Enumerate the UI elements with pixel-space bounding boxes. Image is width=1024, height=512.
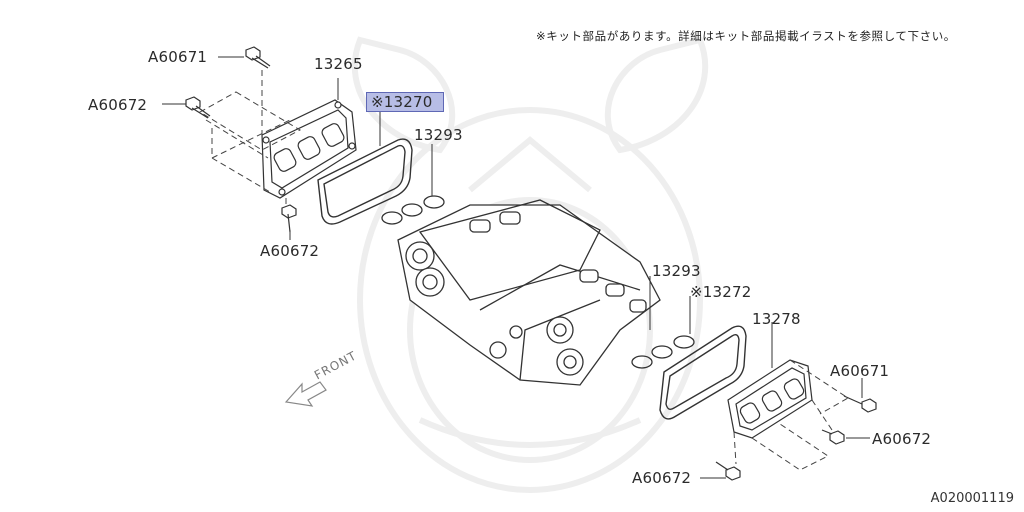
part-label-a60671-top[interactable]: A60671 <box>148 48 208 66</box>
part-label-a60672-right[interactable]: A60672 <box>872 430 932 448</box>
front-arrow-icon <box>284 381 327 407</box>
dashed-guides-right <box>733 359 849 471</box>
part-label-a60672-bottom-right[interactable]: A60672 <box>632 469 692 487</box>
part-label-13293-left[interactable]: 13293 <box>414 126 463 144</box>
diagram-code: A020001119 <box>930 491 1014 506</box>
gasket-right-shape <box>659 325 747 420</box>
part-label-13265[interactable]: 13265 <box>314 55 363 73</box>
part-label-13278[interactable]: 13278 <box>752 310 801 328</box>
rocker-cover-left <box>261 99 357 199</box>
bolt-icons-right <box>715 395 877 481</box>
part-label-13270-highlighted[interactable]: ※13270 <box>366 92 444 112</box>
part-label-a60672-left[interactable]: A60672 <box>88 96 148 114</box>
kit-parts-note: ※キット部品があります。詳細はキット部品掲載イラストを参照して下さい。 <box>536 29 956 43</box>
engine-block <box>397 199 661 386</box>
plug-seals-right <box>631 335 695 369</box>
part-label-a60672-bottom-left[interactable]: A60672 <box>260 242 320 260</box>
part-label-13293-right[interactable]: 13293 <box>652 262 701 280</box>
part-label-13272[interactable]: ※13272 <box>690 283 752 301</box>
leader-lines <box>162 56 870 479</box>
dashed-guides-left <box>199 70 302 210</box>
gasket-left-shape <box>317 138 413 225</box>
bolt-icons-left <box>185 46 297 233</box>
rocker-cover-right <box>727 359 813 439</box>
watermark-emblem <box>351 36 709 493</box>
plug-seals-left <box>381 195 445 225</box>
part-label-a60671-right[interactable]: A60671 <box>830 362 890 380</box>
